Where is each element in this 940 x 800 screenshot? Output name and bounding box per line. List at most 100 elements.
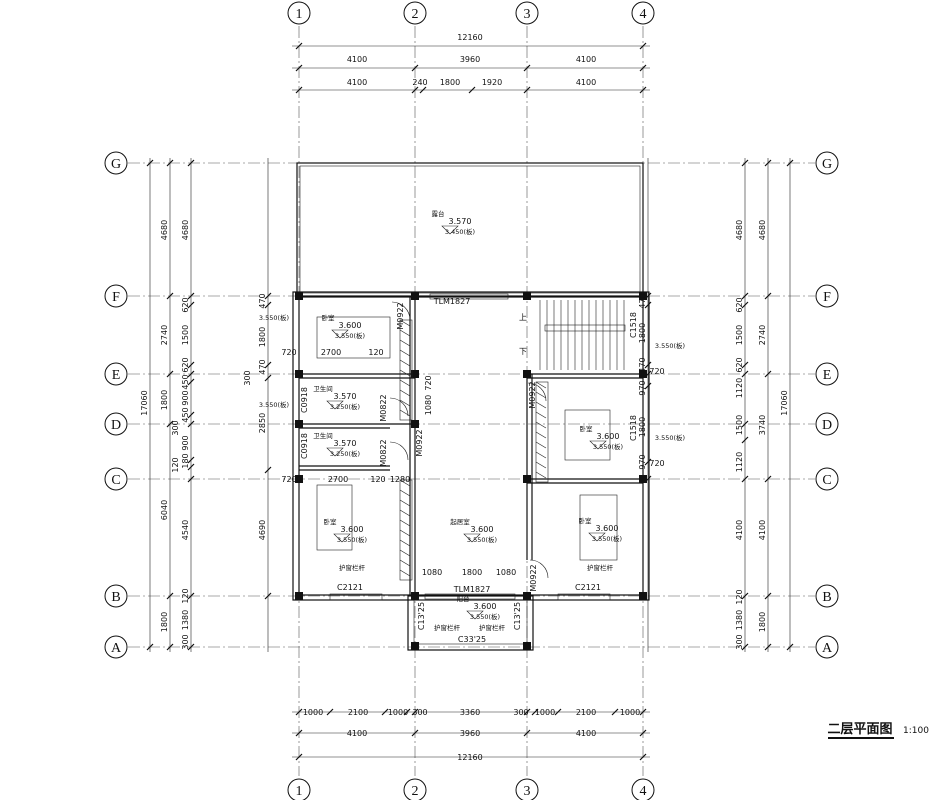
annotation-label: 上 (519, 313, 527, 322)
dimension-tick (166, 592, 174, 600)
wardrobe-hanger (535, 441, 547, 449)
dimension-label: 3.550(板) (259, 400, 289, 409)
annotation-label: C2121 (337, 583, 363, 592)
annotation-label: TLM1827 (433, 297, 471, 306)
dimension-tick (741, 643, 749, 651)
structural-column (523, 292, 531, 300)
structural-column (523, 370, 531, 378)
dimension-label: 970 (638, 380, 647, 395)
dimension-label: 1000 (535, 708, 555, 717)
window-c2121 (557, 593, 611, 601)
dimension-label: 3960 (460, 55, 480, 64)
dimension-tick (554, 708, 562, 716)
wardrobe-hanger (399, 319, 411, 327)
dimension-tick (264, 301, 272, 309)
axis-label: 3 (524, 7, 531, 22)
dimension-label: 1800 (638, 323, 647, 343)
dimension-label: 720 (281, 475, 296, 484)
room-label: 3.600 (474, 602, 497, 611)
dimension-label: 120 (171, 457, 180, 472)
dimension-label: 1800 (758, 612, 767, 632)
annotation-label: C0918 (300, 387, 309, 413)
dimension-tick (166, 292, 174, 300)
annotation-label: M0922 (396, 302, 405, 329)
elevation-marker (441, 225, 459, 235)
annotation-label: 护窗栏杆 (587, 563, 614, 572)
dimension-label: 900 (181, 390, 190, 405)
axis-label: 1 (296, 7, 303, 22)
wardrobe-hanger (535, 431, 547, 439)
annotation-label: M0822 (379, 439, 388, 466)
elevation-marker (326, 447, 344, 457)
dimension-tick (411, 64, 419, 72)
elevation-marker (331, 329, 349, 339)
dimension-tick (187, 378, 195, 386)
axis-bubble (104, 284, 128, 308)
room-label: 3.600 (339, 321, 362, 330)
axis-label: 2 (412, 7, 419, 22)
annotation-label: 2700 (321, 348, 341, 357)
room-label: 卧室 (322, 313, 336, 322)
axis-label: 4 (640, 7, 647, 22)
structural-column (639, 292, 647, 300)
structural-column (411, 420, 419, 428)
axis-label: B (111, 590, 120, 605)
room-label: 3.550(板) (467, 535, 497, 544)
axis-bubble (104, 467, 128, 491)
axis-bubble (104, 362, 128, 386)
room-label: 卫生间 (313, 431, 333, 440)
dimension-tick (264, 592, 272, 600)
dimension-tick (166, 370, 174, 378)
dimension-label: 470 (638, 357, 647, 372)
dimension-tick (187, 475, 195, 483)
annotation-label: 120 (368, 348, 383, 357)
dimension-tick (764, 643, 772, 651)
room-label: 3.250(板) (330, 449, 360, 458)
dimension-tick (468, 86, 476, 94)
structural-column (295, 475, 303, 483)
dimension-label: 180 (181, 453, 190, 468)
dimension-label: 720 (649, 367, 664, 376)
dimension-tick (741, 420, 749, 428)
wardrobe-hanger (399, 519, 411, 527)
wardrobe-hanger (399, 399, 411, 407)
dimension-tick (531, 708, 539, 716)
dimension-tick (146, 159, 154, 167)
terrace-parapet (296, 162, 644, 297)
structural-column (295, 420, 303, 428)
dimension-label: 1380 (181, 610, 190, 630)
axis-bubble (815, 635, 839, 659)
axis-label: A (111, 641, 122, 656)
dimension-tick (264, 292, 272, 300)
wardrobe-hanger (399, 549, 411, 557)
axis-label: G (111, 157, 121, 172)
dimension-label: 4540 (181, 520, 190, 540)
structural-column (411, 370, 419, 378)
dimension-tick (764, 370, 772, 378)
dimension-tick (166, 159, 174, 167)
structural-column (523, 475, 531, 483)
dimension-label: 2740 (758, 325, 767, 345)
axis-bubble (815, 412, 839, 436)
axis-label: F (823, 290, 831, 305)
dimension-tick (295, 42, 303, 50)
dimension-tick (741, 436, 749, 444)
dimension-tick (381, 708, 389, 716)
dimension-label: 620 (181, 297, 190, 312)
dimension-tick (187, 411, 195, 419)
wardrobe-hanger (399, 349, 411, 357)
axis-label: 3 (524, 784, 531, 799)
axis-label: A (822, 641, 833, 656)
room-label: 露台 (432, 209, 445, 218)
dimension-label: 1800 (440, 78, 460, 87)
dimension-label: 12160 (457, 753, 482, 762)
dimension-label: 300 (412, 708, 427, 717)
wardrobe-hanger (399, 499, 411, 507)
annotation-label: 护窗栏杆 (434, 623, 461, 632)
dimension-tick (639, 42, 647, 50)
annotation-label: 120 (370, 475, 385, 484)
axis-bubble (815, 362, 839, 386)
dimension-tick (639, 753, 647, 761)
room-label: 3.250(板) (330, 402, 360, 411)
annotation-label: 下 (519, 347, 527, 356)
